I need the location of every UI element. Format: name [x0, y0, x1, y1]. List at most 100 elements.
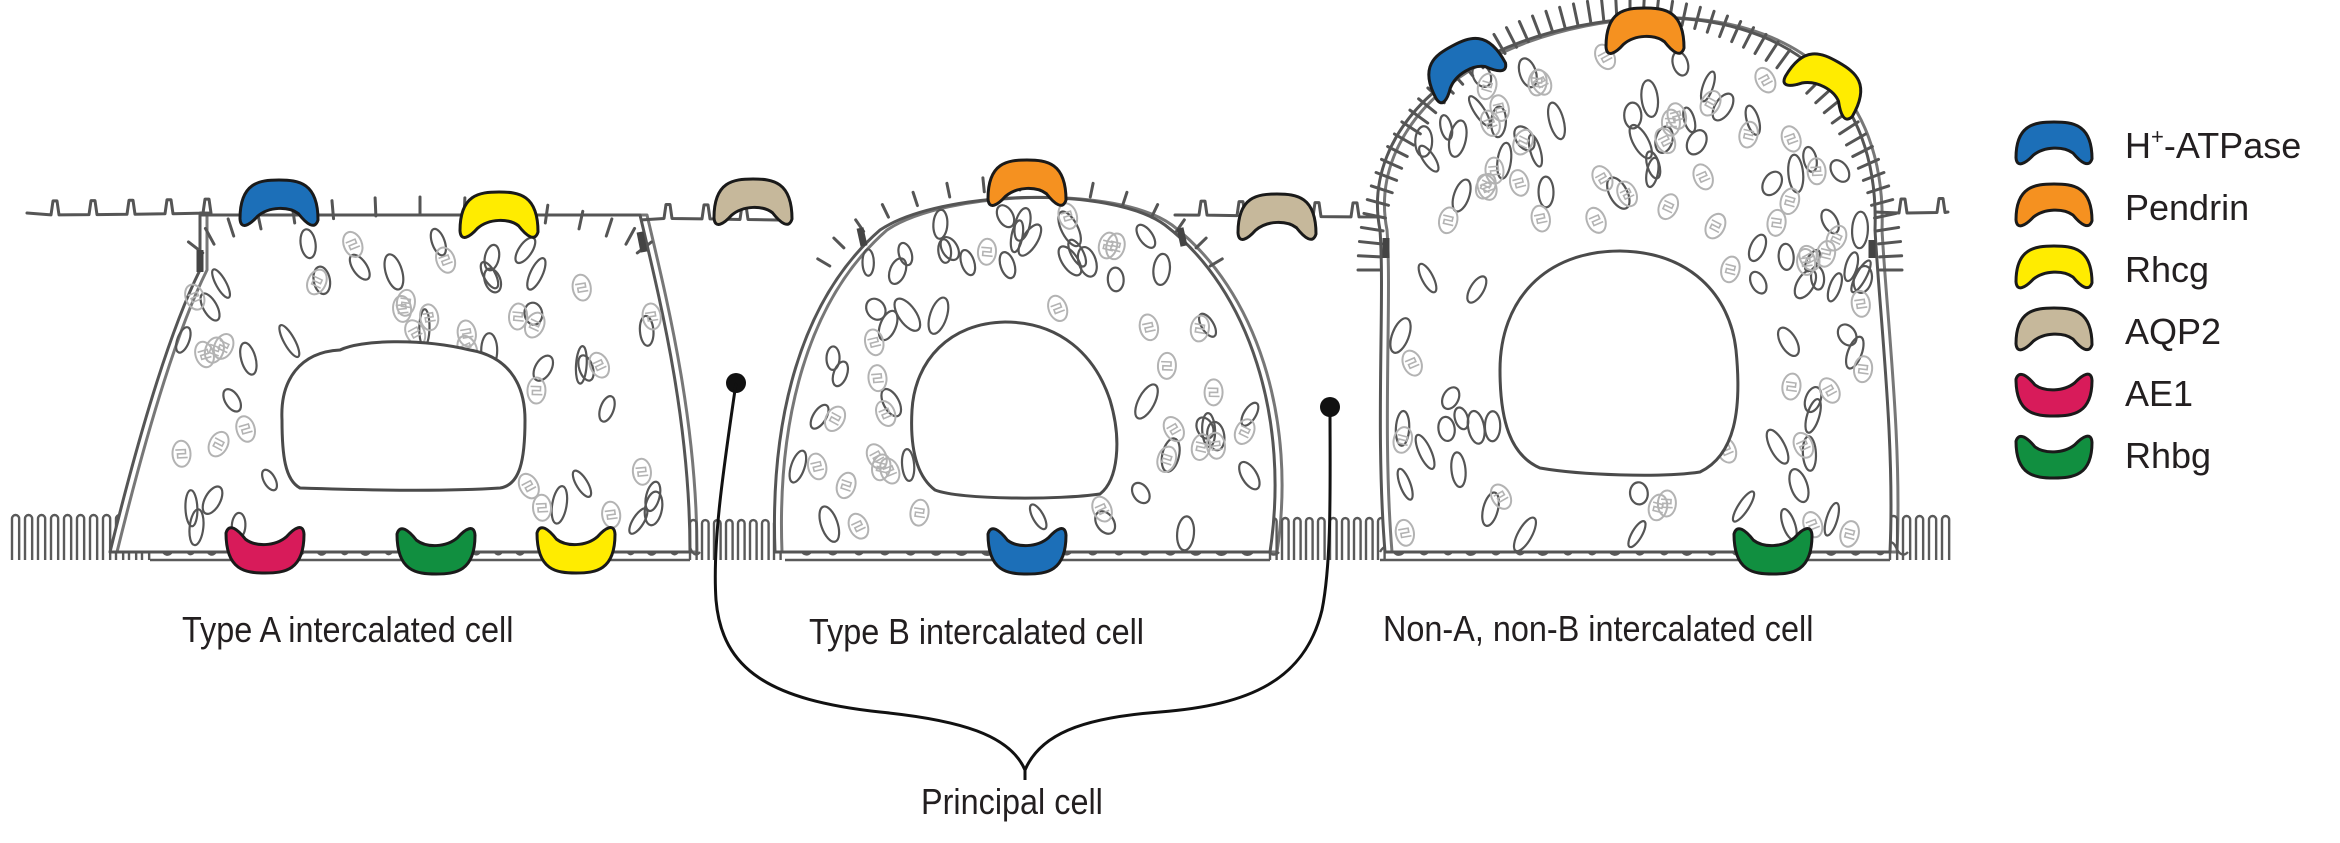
non-a-non-b-mitochondrion [1720, 255, 1741, 284]
apical-membrane-right [1873, 196, 1950, 215]
type-a-mitochondrion [212, 333, 235, 360]
type-b-vesicle [932, 208, 949, 240]
type-b-mitochondrion [863, 328, 885, 357]
non-a-non-b-vesicle [1685, 129, 1708, 156]
type-a-vesicle [211, 268, 232, 299]
non-a-non-b-vesicle [1490, 105, 1508, 139]
type-b-vesicle [788, 449, 808, 484]
type-a-basolateral-rhcg [535, 526, 617, 575]
non-a-non-b-mitochondrion [1474, 172, 1497, 200]
type-b-mitochondrion [1190, 433, 1212, 461]
non-a-non-b-vesicle [1467, 95, 1491, 127]
type-b-vesicle [897, 241, 914, 267]
type-b-mitochondrion [976, 237, 998, 266]
type-b-mitochondrion [1047, 294, 1069, 322]
principal-apical-aqp2 [712, 177, 794, 226]
non-a-non-b-mitochondrion [1530, 204, 1551, 233]
type-b-vesicle [893, 297, 922, 332]
type-a-vesicle [598, 395, 616, 423]
type-a-mitochondrion [306, 268, 328, 296]
nuclei [280, 249, 1740, 500]
non-a-non-b-vesicle [1777, 242, 1795, 271]
non-a-non-b-vesicle [1809, 265, 1826, 291]
type-b-cell-body-lateral-fold [780, 195, 1284, 554]
non-a-non-b-vesicle [1440, 386, 1461, 411]
legend-label: Rhcg [2125, 249, 2210, 290]
type-a-mitochondrion [631, 457, 652, 486]
type-a-mitochondrion [641, 302, 662, 331]
non-a-non-b-mitochondrion [1699, 90, 1722, 117]
type-b-basolateral-h-atpase [986, 527, 1068, 576]
non-a-non-b-vesicle [1389, 317, 1412, 354]
type-a-vesicle [532, 354, 555, 382]
non-a-non-b-mitochondrion [1779, 187, 1801, 216]
non-a-non-b-mitochondrion [1704, 212, 1727, 240]
non-a-non-b-vesicle [1450, 451, 1467, 489]
non-a-non-b-vesicle [1826, 272, 1844, 303]
non-a-non-b-mitochondrion [1660, 108, 1681, 137]
type-a-vesicle [299, 228, 317, 260]
type-a-mitochondrion [571, 273, 592, 302]
type-a-vesicle [312, 265, 332, 296]
non-a-non-b-mitochondrion [1508, 169, 1530, 197]
non-a-non-b-mitochondrion [1780, 125, 1802, 153]
type-b-vesicle [900, 448, 916, 482]
non-a-non-b-mitochondrion [1394, 518, 1415, 547]
non-a-non-b-mitochondrion [1815, 240, 1837, 268]
type-a-vesicle [239, 341, 258, 376]
type-a-vesicle [184, 489, 199, 528]
non-a-non-b-mitochondrion [1850, 289, 1871, 318]
type-b-vesicle [1057, 210, 1082, 248]
type-a-mitochondrion [235, 415, 256, 443]
type-a-vesicle [201, 485, 224, 515]
type-a-vesicle [550, 485, 569, 525]
label-non-a-non-b-intercalated-cell: Non-A, non-B intercalated cell [1383, 608, 1814, 649]
type-a-mitochondrion [342, 230, 364, 258]
non-a-non-b-mitochondrion [1754, 66, 1777, 94]
type-b-mitochondrion [823, 405, 847, 433]
non-a-non-b-vesicle [1711, 92, 1735, 122]
basal-infoldings-right-edge [1888, 514, 1951, 560]
type-b-mitochondrion [875, 399, 897, 427]
type-b-vesicle [939, 236, 961, 262]
type-a-mitochondrion [456, 319, 477, 348]
non-a-non-b-mitochondrion [1585, 206, 1607, 234]
type-b-mitochondrion [1189, 314, 1211, 343]
non-a-non-b-mitochondrion [1825, 224, 1848, 252]
non-a-non-b-vesicle [1788, 468, 1810, 504]
principal-apical-aqp2 [1236, 192, 1318, 241]
type-a-basolateral-ae1 [224, 526, 306, 575]
non-a-non-b-vesicle [1640, 79, 1660, 118]
non-a-non-b-vesicle [1466, 275, 1488, 304]
non-a-non-b-vesicle [1803, 385, 1823, 414]
type-a-mitochondrion [207, 430, 230, 458]
type-b-nucleus [910, 320, 1119, 500]
type-b-mitochondrion [1162, 415, 1185, 443]
non-a-non-b-basolateral-rhbg [1732, 527, 1814, 576]
tight-junction [1176, 227, 1188, 247]
non-a-non-b-vesicle [1844, 335, 1865, 370]
type-b-vesicle [1076, 245, 1098, 278]
type-b-vesicle [1057, 245, 1083, 277]
type-b-vesicle [1106, 266, 1125, 293]
legend-label: Rhbg [2125, 435, 2212, 476]
non-a-non-b-mitochondrion [1738, 120, 1759, 149]
type-a-vesicle [188, 508, 205, 547]
type-b-vesicle [1134, 383, 1159, 420]
tight-junction [856, 227, 868, 247]
type-b-vesicle [825, 345, 841, 371]
legend-label: AQP2 [2125, 311, 2222, 352]
type-b-vesicle [861, 248, 875, 277]
label-principal-cell: Principal cell [921, 781, 1103, 822]
non-a-non-b-mitochondrion [1479, 109, 1501, 137]
type-b-vesicle [1238, 460, 1261, 491]
type-a-vesicle [571, 469, 593, 498]
non-a-non-b-mitochondrion [1476, 72, 1498, 101]
organelles [171, 43, 1874, 553]
non-a-non-b-vesicle [1483, 410, 1502, 443]
non-a-non-b-vesicle [1447, 119, 1468, 158]
non-a-non-b-vesicle [1396, 467, 1414, 501]
type-b-mitochondrion [865, 443, 888, 470]
type-a-apical-rhcg [458, 190, 540, 239]
